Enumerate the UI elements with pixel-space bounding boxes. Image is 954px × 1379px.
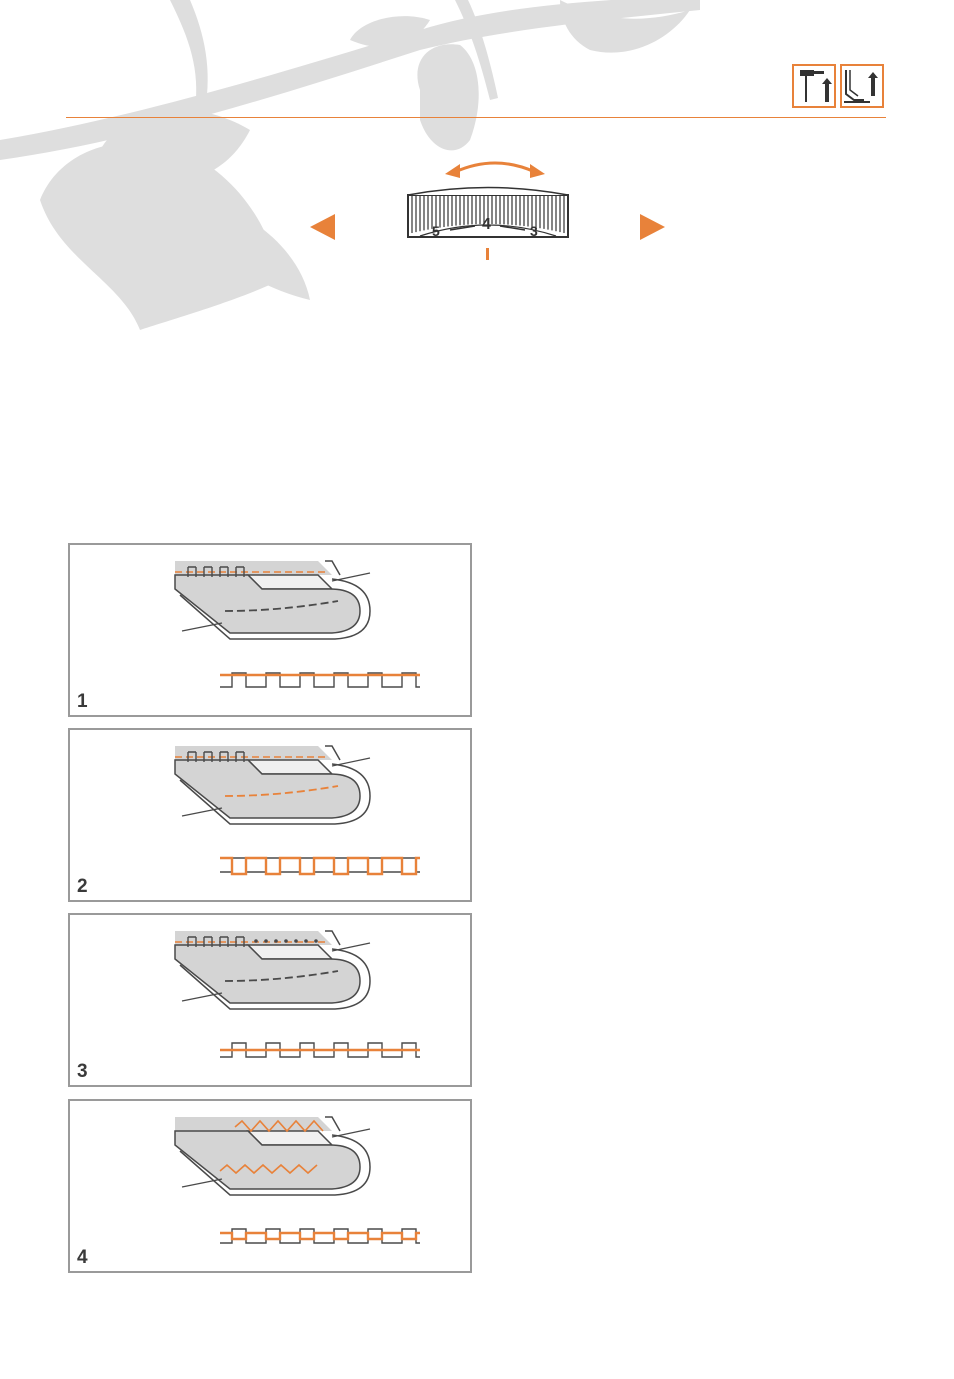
tension-panel-3: 3 (68, 913, 472, 1087)
triangle-right-icon (640, 214, 665, 240)
dial-number-3: 3 (530, 223, 538, 239)
panel-number: 3 (77, 1061, 88, 1083)
tension-panel-1: 1 (68, 543, 472, 717)
double-arrow-curved-icon (445, 163, 545, 178)
tension-dial-illustration: 5 4 3 (300, 150, 680, 270)
header-rule (66, 117, 886, 118)
triangle-left-icon (310, 214, 335, 240)
dial-indicator (486, 248, 489, 260)
panel-number: 1 (77, 691, 88, 713)
needle-up-icon (840, 64, 884, 108)
panel-number: 4 (77, 1247, 88, 1269)
dial-number-5: 5 (432, 223, 440, 239)
tension-panel-4: 4 (68, 1099, 472, 1273)
presser-foot-lever-up-icon (792, 64, 836, 108)
panel-number: 2 (77, 876, 88, 898)
dial-number-4: 4 (482, 216, 491, 233)
tension-panel-2: 2 (68, 728, 472, 902)
